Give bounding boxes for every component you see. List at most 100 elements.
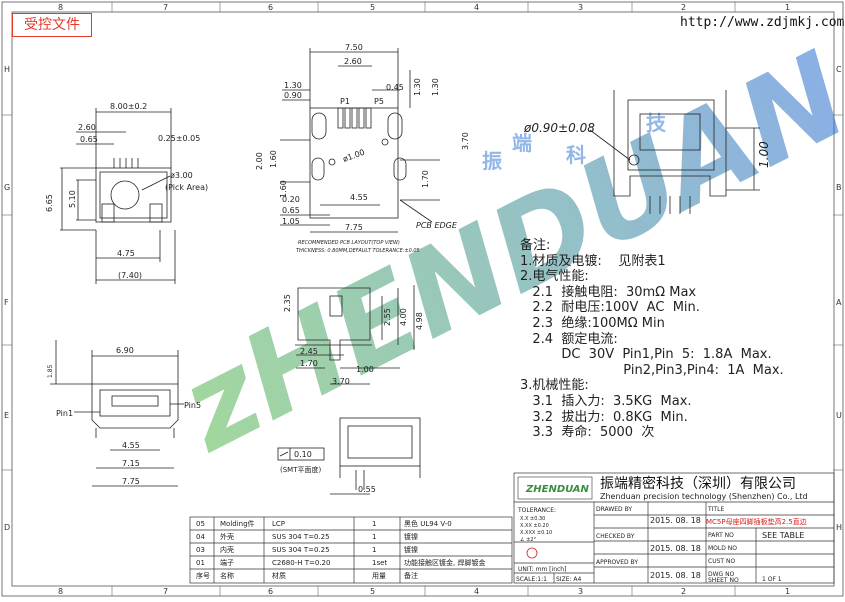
bom-cell-part: 端子 bbox=[220, 558, 234, 567]
dim-pcb-0-20: 0.20 bbox=[282, 195, 300, 204]
bom-cell-note: 镀镍 bbox=[404, 532, 418, 541]
grid-top-2: 2 bbox=[681, 3, 686, 12]
grid-left-H: H bbox=[4, 65, 10, 74]
dim-pick-dia: ø3.00 bbox=[170, 171, 193, 180]
company-en: Zhenduan precision technology (Shenzhen)… bbox=[600, 492, 808, 501]
tolerance-row-1: X.X ±0.30 bbox=[520, 516, 545, 522]
note-line-3: 2.1 接触电阻: 30mΩ Max bbox=[520, 284, 697, 300]
logo-text: ZHENDUAN bbox=[525, 484, 590, 495]
partno-value: SEE TABLE bbox=[762, 531, 804, 540]
grid-right-U: U bbox=[836, 411, 842, 420]
dim-6-65: 6.65 bbox=[45, 194, 54, 212]
smt-flatness: 0.10 (SMT平面度) bbox=[277, 447, 325, 474]
bom-cell-qty: 1 bbox=[372, 533, 376, 541]
dim-pcb-2-60: 2.60 bbox=[344, 57, 362, 66]
note-line-4: 2.2 耐电压:100V AC Min. bbox=[520, 300, 700, 316]
pin-p1-label: P1 bbox=[340, 97, 350, 106]
grid-top-3: 3 bbox=[578, 3, 583, 12]
grid-bottom-1: 1 bbox=[785, 587, 790, 596]
notes-title: 备注: bbox=[520, 238, 551, 253]
pcb-caption-thickness: THICKNESS: 0.80MM,DEFAULT TOLERANCE:±0.0… bbox=[296, 248, 420, 254]
bom-cell-mat: SUS 304 T=0.25 bbox=[272, 533, 330, 541]
dim-8-00: 8.00±0.2 bbox=[110, 102, 147, 111]
pin-p5-label: P5 bbox=[374, 97, 384, 106]
title-block bbox=[513, 472, 835, 584]
dim-detail-dia: ø0.90±0.08 bbox=[523, 121, 595, 135]
bom-cell-mat: 材质 bbox=[272, 571, 286, 580]
note-line-1: 1.材质及电镀: 见附表1 bbox=[520, 253, 666, 269]
side-view-dims: 2.35 2.55 4.00 4.98 2.45 1.70 1.00 3.70 bbox=[283, 294, 424, 386]
grid-left-E: E bbox=[4, 411, 9, 420]
note-line-6: 2.4 额定电流: bbox=[520, 331, 618, 347]
dim-pcb-1-30a: 1.30 bbox=[284, 81, 302, 90]
detail-dims: ø0.90±0.08 1.00 bbox=[523, 121, 771, 168]
bom-cell-part: 内壳 bbox=[220, 545, 234, 554]
watermark-cn-3: 科 bbox=[566, 143, 586, 167]
dim-pcb-1-30c: 1.30 bbox=[431, 78, 440, 96]
dim-pcb-4-55: 4.55 bbox=[350, 193, 368, 202]
bom-cell-part: 名称 bbox=[220, 571, 234, 580]
date-checked: 2015. 08. 18 bbox=[650, 544, 701, 553]
pcb-dims: 7.50 2.60 1.30 0.90 P1 P5 0.45 1.30 1.30… bbox=[255, 43, 470, 254]
note-line-9: 3.机械性能: bbox=[520, 378, 589, 394]
dim-front-6-90: 6.90 bbox=[116, 346, 134, 355]
controlled-document-stamp: 受控文件 bbox=[12, 13, 92, 37]
grid-top-1: 1 bbox=[785, 3, 790, 12]
watermark-cn-4: 技 bbox=[646, 111, 667, 135]
tolerance-row-2: X.XX ±0.20 bbox=[520, 523, 549, 529]
title-value: MC5P母座四脚插板垫高2.5直边 bbox=[706, 517, 807, 526]
dim-pcb-1-70: 1.70 bbox=[421, 170, 430, 188]
front-view-dims: 6.90 1.85 Pin1 Pin5 4.55 7.15 7.75 bbox=[47, 346, 201, 486]
dim-0-25: 0.25±0.05 bbox=[158, 134, 200, 143]
tolerance-row-4: ∠ ±2° bbox=[520, 537, 536, 543]
bottom-view bbox=[330, 417, 421, 495]
bom-cell-no: 03 bbox=[196, 546, 205, 554]
grid-bottom-7: 7 bbox=[163, 587, 168, 596]
grid-top-4: 4 bbox=[474, 3, 479, 12]
dim-7-40: (7.40) bbox=[118, 271, 142, 280]
dim-pcb-dia1: ø1.00 bbox=[342, 148, 366, 164]
bom-cell-no: 05 bbox=[196, 520, 205, 528]
note-line-8: Pin2,Pin3,Pin4: 1A Max. bbox=[520, 362, 784, 378]
grid-right-C: C bbox=[836, 65, 842, 74]
dim-bottom-0-55: 0.55 bbox=[358, 485, 376, 494]
bom-cell-note: 黑色 UL94 V-0 bbox=[404, 519, 452, 528]
dim-side-2-35: 2.35 bbox=[283, 294, 292, 312]
grid-right-B: B bbox=[836, 183, 842, 192]
label-pin1: Pin1 bbox=[56, 409, 73, 418]
bom-cell-qty: 1 bbox=[372, 546, 376, 554]
dim-pcb-2-00: 2.00 bbox=[255, 152, 264, 170]
grid-left-D: D bbox=[4, 523, 10, 532]
bom-cell-mat: SUS 304 T=0.25 bbox=[272, 546, 330, 554]
watermark-cn-1: 振 bbox=[482, 149, 502, 173]
bom-cell-no: 序号 bbox=[196, 571, 210, 580]
company-cn: 振端精密科技（深圳）有限公司 bbox=[600, 475, 796, 492]
grid-labels: 8 7 6 5 4 3 2 1 8 7 6 5 4 3 2 1 H G F E … bbox=[4, 3, 842, 596]
dim-side-4-00: 4.00 bbox=[399, 308, 408, 326]
dwgno-label: DWG NO bbox=[708, 571, 735, 578]
dim-side-1-00: 1.00 bbox=[356, 365, 374, 374]
dim-pcb-1-05: 1.05 bbox=[282, 217, 300, 226]
note-line-2: 2.电气性能: bbox=[520, 269, 589, 285]
grid-bottom-8: 8 bbox=[58, 587, 63, 596]
checked-by-label: CHECKED BY bbox=[596, 533, 635, 540]
bom-cell-note: 功能接触区镀金, 焊脚镀金 bbox=[404, 558, 485, 567]
scale-label: SCALE:1:1 bbox=[516, 576, 547, 583]
bom-cell-mat: C2680-H T=0.20 bbox=[272, 559, 330, 567]
dim-7-50: 7.50 bbox=[345, 43, 363, 52]
dim-detail-1-00: 1.00 bbox=[757, 141, 771, 168]
title-block-text: ZHENDUAN 振端精密科技（深圳）有限公司 Zhenduan precisi… bbox=[516, 475, 808, 584]
dim-0-65: 0.65 bbox=[80, 135, 98, 144]
bom-cell-no: 01 bbox=[196, 559, 205, 567]
tolerance-row-3: X.XXX ±0.10 bbox=[520, 530, 552, 536]
dim-front-7-75: 7.75 bbox=[122, 477, 140, 486]
grid-top-6: 6 bbox=[268, 3, 273, 12]
sheetno-value: 1 OF 1 bbox=[762, 576, 782, 583]
dim-side-3-70: 3.70 bbox=[332, 377, 350, 386]
company-url[interactable]: http://www.zdjmkj.com bbox=[680, 15, 845, 30]
dim-pcb-1-30b: 1.30 bbox=[413, 78, 422, 96]
sheetno-label: SHEET NO bbox=[708, 577, 739, 584]
bom-cell-part: Molding件 bbox=[220, 519, 255, 528]
dim-pick-area: (Pick Area) bbox=[165, 183, 208, 192]
